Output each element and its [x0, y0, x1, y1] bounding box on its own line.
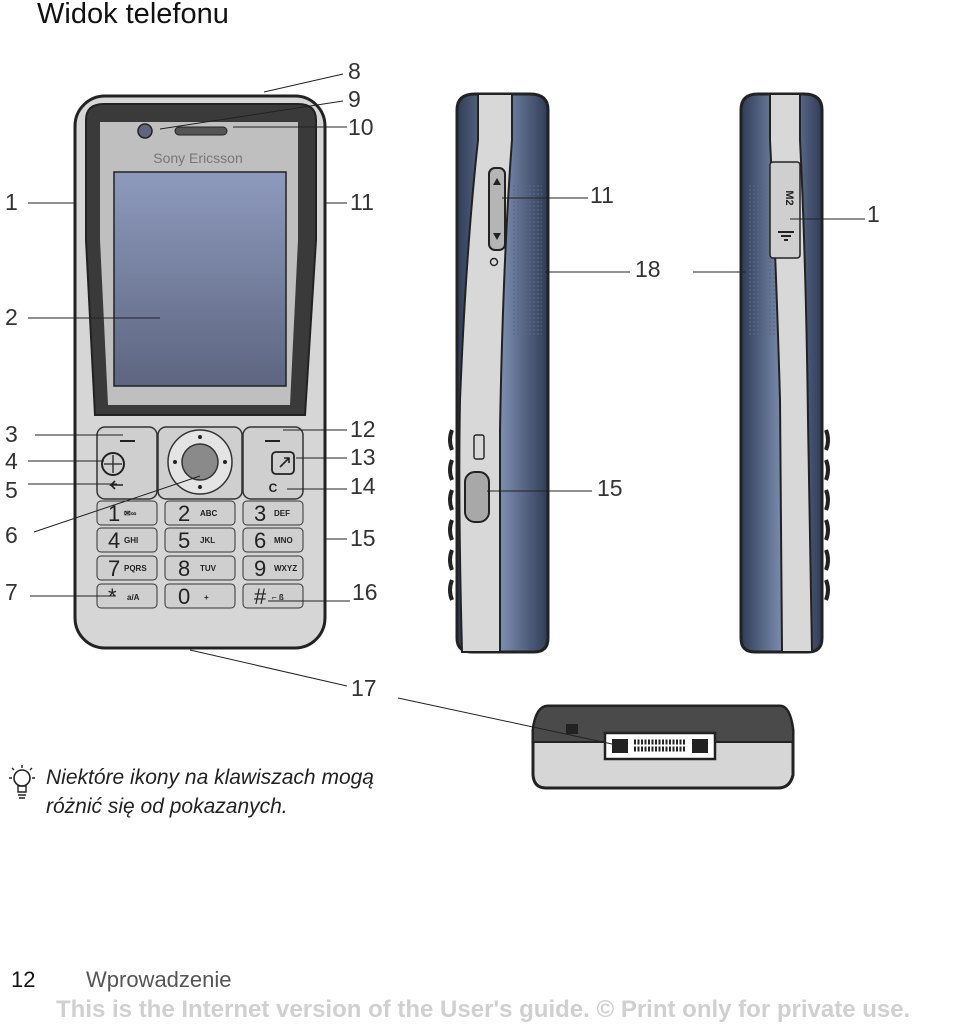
memory-card-icon	[778, 231, 794, 241]
memory-card-label: M2	[783, 190, 795, 205]
callout-14: 14	[350, 473, 376, 499]
svg-text:PQRS: PQRS	[124, 564, 147, 573]
lightbulb-icon	[9, 765, 35, 799]
key-3: 3 DEF	[242, 500, 304, 526]
page-number: 12	[11, 967, 36, 992]
svg-text:+: +	[204, 593, 209, 602]
svg-text:2: 2	[178, 501, 190, 526]
camera-key	[464, 471, 490, 523]
phone-side-view-right: M2	[739, 92, 830, 654]
svg-text:WXYZ: WXYZ	[274, 564, 297, 573]
key-4: 4 GHI	[96, 527, 158, 553]
key-5: 5 JKL	[164, 527, 236, 553]
key-0: 0+	[164, 583, 236, 609]
tip-line-2: różnić się od pokazanych.	[46, 795, 288, 818]
earpiece-speaker	[174, 126, 228, 136]
svg-text:7: 7	[108, 556, 120, 581]
section-name: Wprowadzenie	[86, 967, 232, 992]
callout-17: 17	[351, 675, 377, 701]
callout-15-side: 15	[597, 475, 623, 501]
key-7: 7 PQRS	[96, 555, 158, 581]
key-9: 9 WXYZ	[242, 555, 304, 581]
zoom-icon	[489, 257, 499, 267]
internet-key-icon	[101, 452, 125, 476]
callout-6: 6	[5, 522, 18, 548]
camera-lens	[137, 123, 153, 139]
svg-text:1: 1	[108, 501, 120, 526]
brand-logo: Sony Ericsson	[153, 150, 242, 166]
callout-10: 10	[348, 114, 374, 140]
callout-7: 7	[5, 579, 18, 605]
activity-menu-icon	[271, 451, 295, 475]
callout-11-side: 11	[590, 182, 614, 208]
svg-text:TUV: TUV	[200, 564, 217, 573]
clear-key-label: C	[269, 481, 278, 495]
key-1: 1 ✉∞	[96, 500, 158, 526]
callout-5: 5	[5, 477, 18, 503]
svg-text:✉∞: ✉∞	[124, 509, 137, 518]
svg-text:5: 5	[178, 528, 190, 553]
callout-11-front: 11	[350, 189, 374, 215]
callout-3: 3	[5, 421, 18, 447]
phone-bottom-view	[531, 704, 795, 790]
camera-mode-icon	[473, 434, 485, 460]
key-hash: # ⌐ ß	[242, 583, 304, 609]
svg-text:8: 8	[178, 556, 190, 581]
svg-text:3: 3	[254, 501, 266, 526]
callout-2: 2	[5, 304, 18, 330]
memory-card-slot	[769, 161, 801, 259]
volume-key	[488, 167, 506, 251]
callout-1-front: 1	[5, 189, 18, 215]
phone-side-view-left	[448, 92, 550, 654]
callout-13: 13	[350, 444, 376, 470]
callout-12: 12	[350, 416, 376, 442]
svg-text:6: 6	[254, 528, 266, 553]
callout-8: 8	[348, 58, 361, 84]
key-8: 8 TUV	[164, 555, 236, 581]
footer-note: This is the Internet version of the User…	[56, 996, 911, 1023]
page-title: Widok telefonu	[37, 0, 229, 30]
svg-text:0: 0	[178, 584, 190, 609]
callout-4: 4	[5, 448, 18, 474]
callout-lines	[28, 73, 865, 745]
callout-numbers: 8 9 10 1 11 2 3 12 4 13 5 14 6 15 7 16 1…	[5, 58, 880, 701]
right-selection-key	[242, 426, 304, 500]
svg-text:4: 4	[108, 528, 120, 553]
svg-text:ABC: ABC	[200, 509, 218, 518]
svg-text:DEF: DEF	[274, 509, 290, 518]
microphone-hole	[566, 724, 578, 734]
callout-15-front: 15	[350, 525, 376, 551]
left-selection-key	[96, 426, 158, 500]
phone-screen	[113, 171, 287, 387]
svg-text:GHI: GHI	[124, 536, 138, 545]
back-icon	[109, 480, 123, 490]
navigation-center	[181, 443, 219, 481]
callout-16: 16	[352, 579, 378, 605]
tip-text: Niektóre ikony na klawiszach mogą różnić…	[46, 763, 374, 821]
side-left-speaker-grille	[512, 185, 542, 335]
key-2: 2 ABC	[164, 500, 236, 526]
tip-line-1: Niektóre ikony na klawiszach mogą	[46, 766, 374, 789]
key-6: 6 MNO	[242, 527, 304, 553]
svg-text:⌐ ß: ⌐ ß	[272, 593, 284, 602]
callout-18: 18	[635, 256, 661, 282]
callout-9: 9	[348, 86, 361, 112]
svg-text:MNO: MNO	[274, 536, 293, 545]
callout-1-side: 1	[867, 201, 880, 227]
svg-text:a/A: a/A	[127, 593, 140, 602]
svg-text:9: 9	[254, 556, 266, 581]
svg-text:#: #	[254, 584, 267, 609]
svg-text:JKL: JKL	[200, 536, 215, 545]
